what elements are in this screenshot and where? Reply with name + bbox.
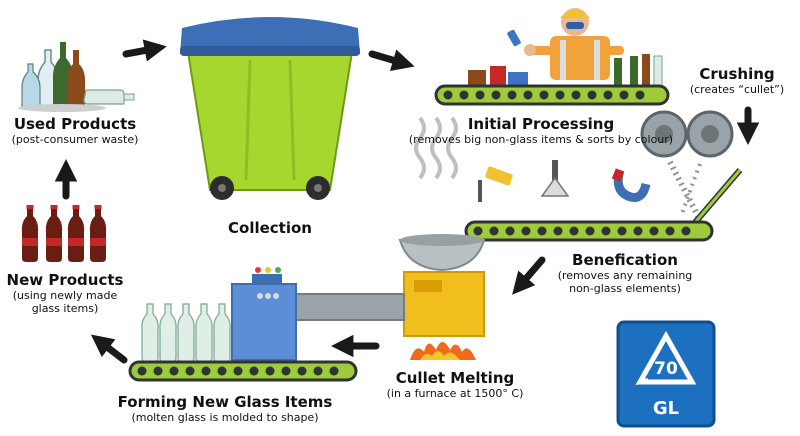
belt-roller	[537, 226, 547, 236]
cullet-melting-label: Cullet Melting (in a furnace at 1500° C)	[370, 369, 540, 401]
belt-roller	[603, 90, 613, 100]
sorting-worker-icon	[507, 8, 624, 80]
forming-machine-icon	[231, 267, 297, 361]
beneficiation-title: Benefication	[572, 251, 678, 269]
belt-roller	[505, 226, 515, 236]
belt-roller	[297, 366, 307, 376]
crushing-label: Crushing (creates “cullet”)	[678, 65, 796, 97]
belt-roller	[585, 226, 595, 236]
belt-roller	[569, 226, 579, 236]
cullet-melting-title: Cullet Melting	[395, 369, 515, 387]
cullet-melting-sub: (in a furnace at 1500° C)	[386, 387, 524, 400]
belt-roller	[617, 226, 627, 236]
sorting-items-icon	[468, 54, 663, 87]
belt-roller	[459, 90, 469, 100]
belt-roller	[137, 366, 147, 376]
belt-roller	[601, 226, 611, 236]
used-products-label: Used Products (post-consumer waste)	[0, 115, 150, 147]
belt-roller	[521, 226, 531, 236]
crushing-title: Crushing	[699, 65, 775, 83]
recycling-number: 70	[654, 359, 678, 379]
beneficiation-label: Benefication (removes any remaining non-…	[540, 251, 710, 296]
formed-bottles-icon	[141, 303, 231, 363]
furnace-smoke-icon	[414, 116, 458, 180]
initial-processing-conveyor	[434, 84, 670, 106]
belt-roller	[681, 226, 691, 236]
used-products-sub: (post-consumer waste)	[11, 133, 139, 146]
used-products-title: Used Products	[13, 115, 137, 133]
belt-roller	[281, 366, 291, 376]
belt-roller	[619, 90, 629, 100]
recycling-code-badge: 70 GL	[616, 320, 716, 428]
new-products-sub-1: (using newly made	[12, 289, 118, 302]
beneficiation-sub-2: non-glass elements)	[569, 282, 681, 295]
cullet-chute-icon	[689, 168, 743, 228]
forming-sub: (molten glass is molded to shape)	[131, 411, 319, 424]
initial-processing-title: Initial Processing	[467, 115, 615, 133]
belt-roller	[555, 90, 565, 100]
belt-roller	[665, 226, 675, 236]
beneficiation-sub-1: (removes any remaining	[557, 269, 693, 282]
belt-roller	[249, 366, 259, 376]
belt-roller	[329, 366, 339, 376]
belt-roller	[443, 90, 453, 100]
belt-roller	[649, 226, 659, 236]
belt-roller	[185, 366, 195, 376]
furnace-icon	[295, 271, 485, 337]
collection-label: Collection	[210, 220, 330, 237]
belt-roller	[475, 90, 485, 100]
beneficiation-conveyor	[464, 220, 714, 242]
used-bottles-icon	[18, 42, 135, 112]
belt-roller	[633, 226, 643, 236]
belt-roller	[265, 366, 275, 376]
arrow-to-collection	[122, 39, 167, 62]
forming-label: Forming New Glass Items (molten glass is…	[110, 393, 340, 425]
recycling-letters: GL	[653, 398, 679, 419]
belt-roller	[169, 366, 179, 376]
belt-roller	[587, 90, 597, 100]
belt-roller	[571, 90, 581, 100]
belt-roller	[489, 226, 499, 236]
belt-roller	[233, 366, 243, 376]
crushing-sub: (creates “cullet”)	[689, 83, 785, 96]
collection-title: Collection	[228, 219, 312, 237]
crushing-rollers-icon	[640, 110, 734, 222]
belt-roller	[473, 226, 483, 236]
suction-hood-icon	[540, 160, 570, 197]
initial-processing-sub: (removes big non-glass items & sorts by …	[408, 133, 674, 146]
belt-roller	[153, 366, 163, 376]
belt-roller	[217, 366, 227, 376]
belt-roller	[553, 226, 563, 236]
process-arrows	[54, 39, 760, 364]
flame-icon	[410, 342, 476, 360]
forming-title: Forming New Glass Items	[117, 393, 333, 411]
belt-roller	[635, 90, 645, 100]
belt-roller	[201, 366, 211, 376]
camera-icon	[478, 166, 513, 202]
arrow-to-processing	[368, 49, 415, 71]
belt-roller	[507, 90, 517, 100]
belt-roller	[523, 90, 533, 100]
arrow-to-melting	[512, 256, 546, 295]
new-products-label: New Products (using newly made glass ite…	[0, 271, 130, 316]
belt-roller	[313, 366, 323, 376]
belt-roller	[491, 90, 501, 100]
belt-roller	[539, 90, 549, 100]
collection-bin-icon	[180, 17, 360, 200]
arrow-to-new-products	[90, 334, 128, 364]
melting-bowl-icon	[398, 234, 486, 272]
magnet-icon	[611, 168, 651, 202]
initial-processing-label: Initial Processing (removes big non-glas…	[386, 115, 696, 147]
forming-conveyor	[128, 360, 358, 382]
new-products-title: New Products	[6, 271, 124, 289]
cola-bottles-icon	[21, 205, 107, 262]
new-products-sub-2: glass items)	[31, 302, 99, 315]
